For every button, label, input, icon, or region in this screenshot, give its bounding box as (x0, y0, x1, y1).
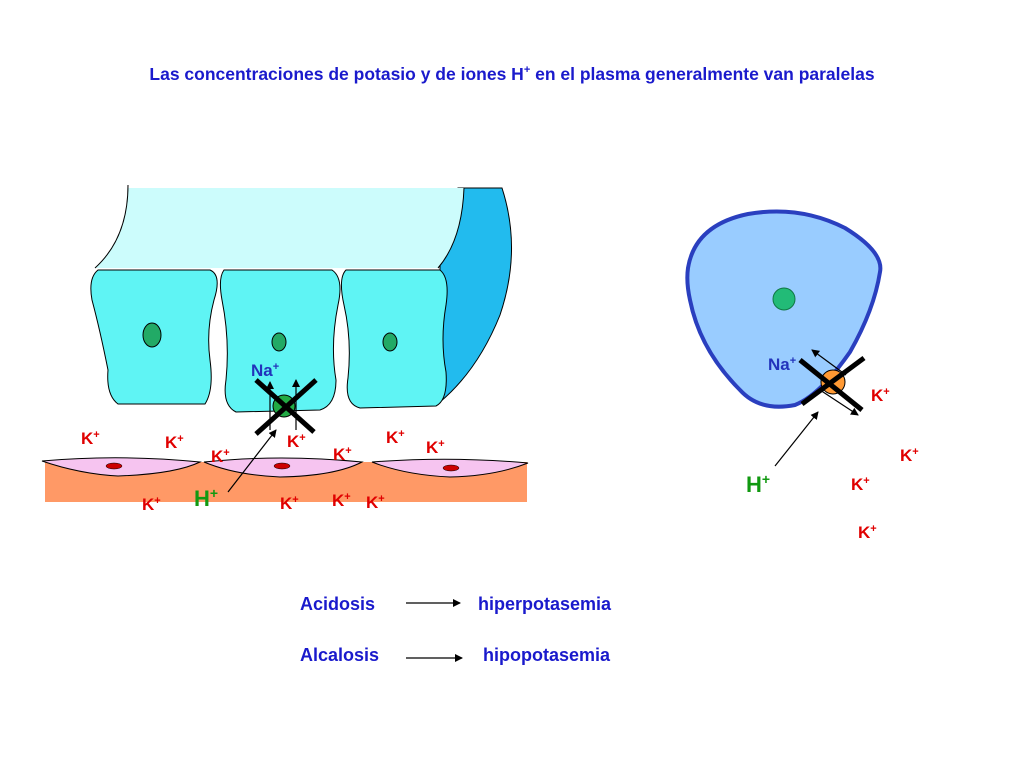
result-hipopotasemia: hipopotasemia (483, 645, 611, 665)
k-label: K+ (287, 432, 306, 451)
block-cross-icon (800, 355, 866, 407)
result-hiperpotasemia: hiperpotasemia (478, 594, 612, 614)
condition-alcalosis: Alcalosis (300, 645, 379, 665)
h-arrow-left (227, 429, 277, 493)
h-out-arrow (819, 389, 859, 416)
cell-2-nucleus (271, 332, 287, 352)
k-label: K+ (333, 445, 352, 464)
tubule-diagram: Na+ H+ K+ K+ K+ K+ K+ K+ K+ K+ K+ K+ K+ (41, 184, 529, 514)
tubule-lumen (95, 188, 464, 268)
endothelial-nucleus-2 (273, 462, 291, 470)
h-label-left: H+ (194, 485, 218, 511)
cell-3-nucleus (382, 332, 398, 352)
h-arrow-right (774, 411, 819, 467)
k-label: K+ (871, 386, 890, 405)
h-label-right: H+ (746, 471, 770, 497)
k-label: K+ (858, 523, 877, 542)
lumen-left-edge (94, 184, 129, 269)
cell-diagram: Na+ H+ K+ K+ K+ K+ (685, 209, 919, 542)
k-label: K+ (81, 429, 100, 448)
k-label: K+ (386, 428, 405, 447)
na-in-arrow (811, 349, 847, 376)
title-text-after: en el plasma generalmente van paralelas (530, 64, 875, 84)
capillary-cells (41, 457, 529, 478)
k-labels-left: K+ K+ K+ K+ K+ K+ K+ K+ K+ K+ K+ (81, 428, 445, 514)
na-label-right: Na+ (768, 355, 796, 374)
k-label: K+ (142, 495, 161, 514)
title-superscript: + (523, 64, 531, 77)
cell-nucleus (772, 287, 796, 311)
left-exchanger: Na+ H+ (194, 361, 318, 511)
k-label: K+ (366, 493, 385, 512)
k-label: K+ (211, 447, 230, 466)
k-label: K+ (332, 491, 351, 510)
k-label: K+ (165, 433, 184, 452)
block-cross-icon (254, 378, 318, 436)
relations: Acidosis hiperpotasemia Alcalosis hipopo… (300, 594, 612, 665)
condition-acidosis: Acidosis (300, 594, 375, 614)
slide-title: Las concentraciones de potasio y de ione… (0, 64, 1024, 85)
k-label: K+ (851, 475, 870, 494)
title-text-before: Las concentraciones de potasio y de ione… (149, 64, 524, 84)
k-label: K+ (280, 494, 299, 513)
lumen-right-edge (437, 187, 465, 269)
endothelial-nucleus-3 (442, 464, 460, 472)
na-label-left: Na+ (251, 361, 279, 380)
k-label: K+ (426, 438, 445, 457)
endothelial-nucleus-1 (105, 462, 123, 470)
cell-1-nucleus (142, 322, 162, 348)
k-label: K+ (900, 446, 919, 465)
